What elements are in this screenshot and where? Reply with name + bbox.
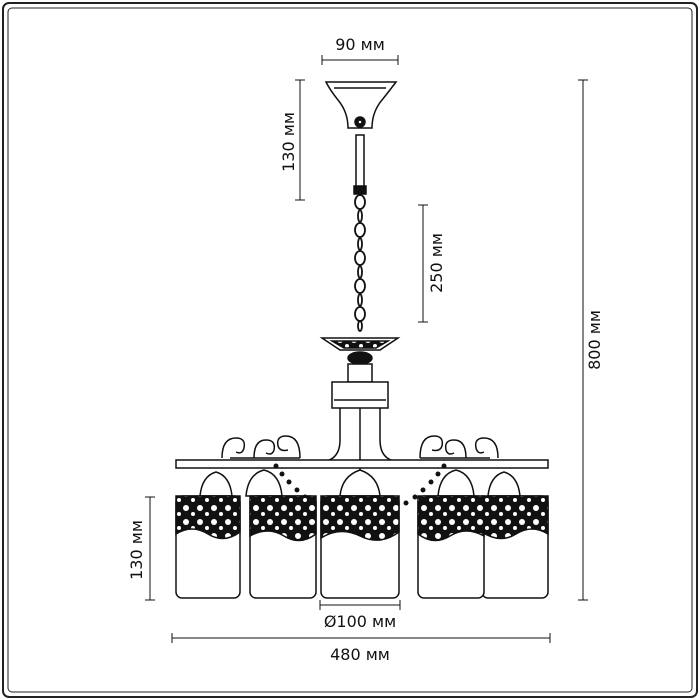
total-height-label: 800 мм (585, 310, 604, 370)
dimension-canopy-height (295, 79, 305, 201)
central-body (331, 363, 389, 409)
suspension-rod (353, 134, 367, 195)
shade-front-left (245, 469, 317, 599)
canopy-width-label: 90 мм (335, 35, 385, 54)
shade-diameter-label: Ø100 мм (324, 612, 396, 631)
dimension-shade-height (145, 496, 155, 601)
shade-back-right (481, 471, 549, 599)
chain (354, 194, 366, 332)
dimension-shade-diameter (319, 600, 401, 610)
shade-front-right (417, 469, 485, 599)
canopy (324, 81, 398, 129)
drawing-inner-border (7, 7, 693, 693)
arms (175, 408, 549, 480)
dimension-total-height (578, 79, 588, 601)
shade-back-left (175, 471, 241, 599)
right-scroll-ornament (419, 435, 499, 459)
shade-center (320, 469, 400, 599)
dimension-chain-length (418, 204, 428, 323)
ceiling-plate (319, 337, 401, 365)
left-scroll-ornament (221, 435, 301, 459)
canopy-height-label: 130 мм (279, 112, 298, 172)
chain-length-label: 250 мм (427, 233, 446, 293)
total-width-label: 480 мм (330, 645, 390, 664)
dimension-canopy-width (321, 55, 399, 65)
shade-height-label: 130 мм (127, 520, 146, 580)
dimension-total-width (171, 633, 551, 643)
